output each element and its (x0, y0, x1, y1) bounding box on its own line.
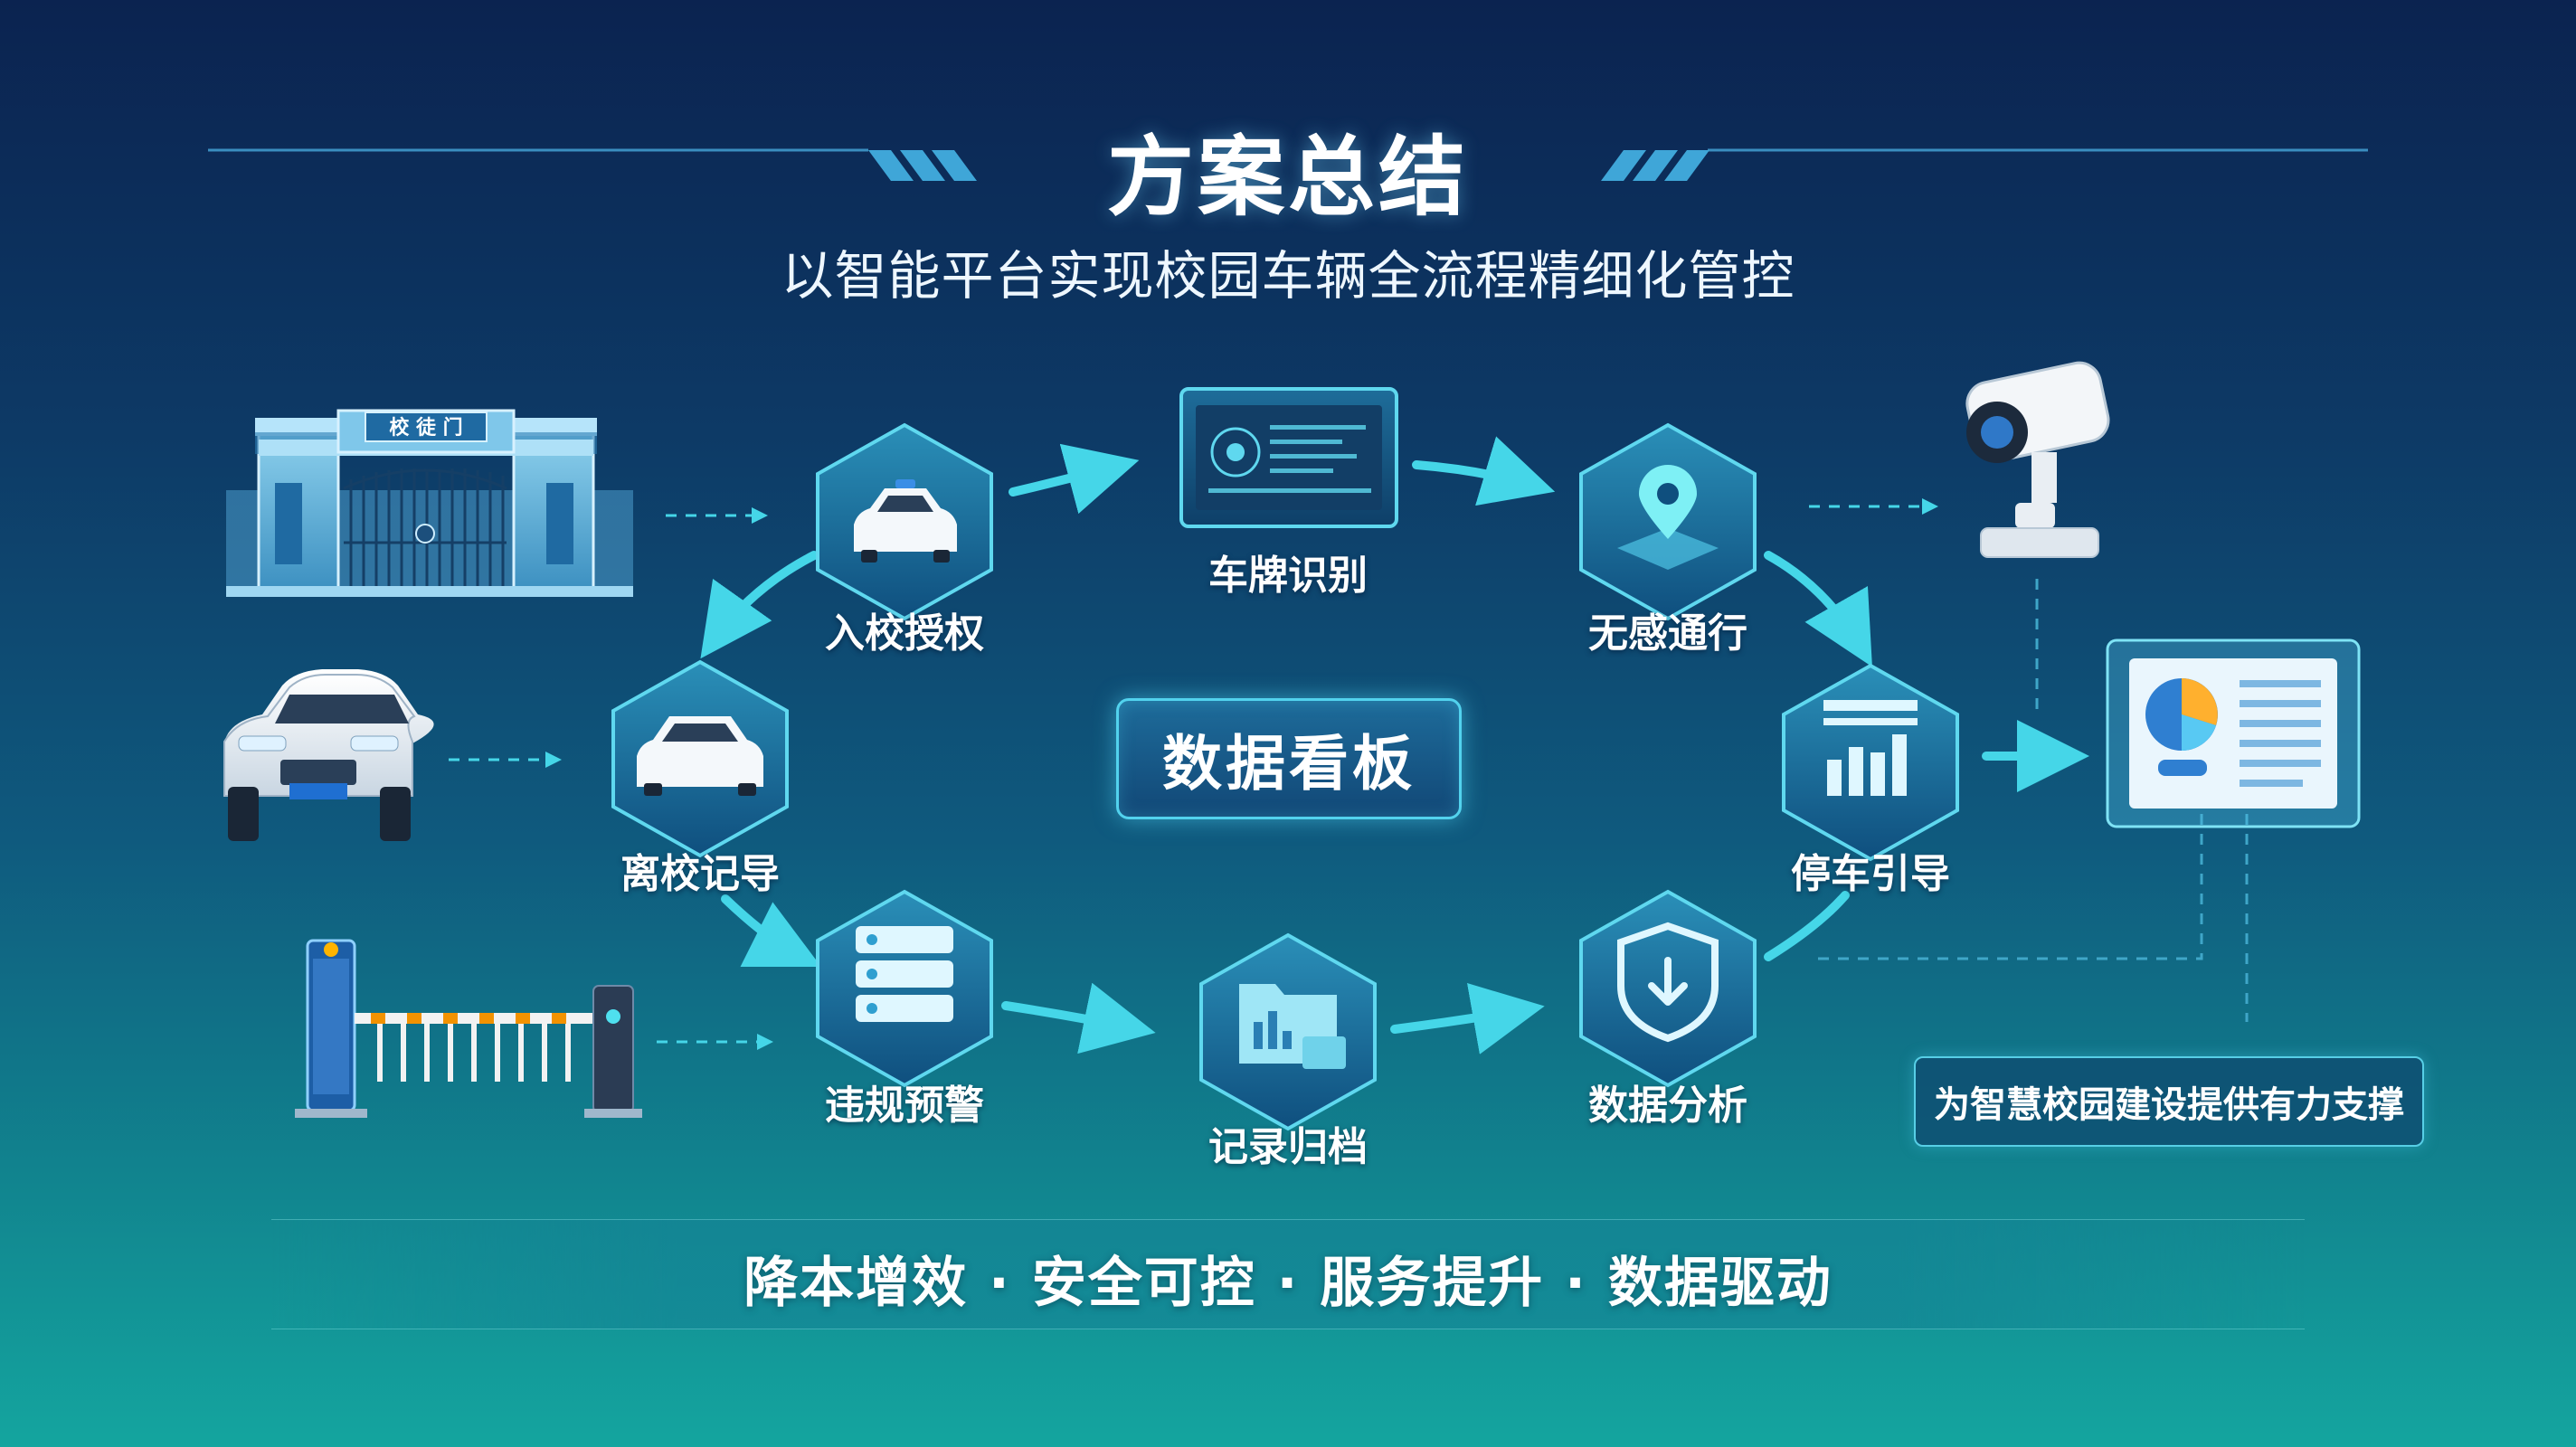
slogan-band (271, 1219, 2305, 1329)
page-subtitle: 以智能平台实现校园车辆全流程精细化管控 (781, 245, 1795, 307)
node-label-plate: 车牌识别 (1208, 553, 1368, 599)
radar-scan-icon (1210, 427, 1261, 478)
node-label-entry: 入校授权 (825, 610, 984, 657)
bottom-slogan: 降本增效 · 安全可控 · 服务提升 · 数据驱动 (743, 1252, 1833, 1315)
folder-chart-icon (1239, 984, 1346, 1069)
hex-node-parking (1782, 663, 1959, 862)
node-label-exit: 离校记导 (620, 851, 780, 897)
center-dashboard: 数据看板 (1116, 698, 1462, 819)
report-panel-illustration (2106, 638, 2361, 828)
dashed-connectors (449, 498, 2249, 1050)
hex-node-entry (816, 422, 993, 621)
node-label-analysis: 数据分析 (1588, 1083, 1747, 1129)
hex-node-archive (1199, 932, 1377, 1131)
camera-illustration (1965, 361, 2110, 558)
bar-chart-icon (1823, 700, 1918, 796)
gate-sign-text: 校 徒 门 (389, 416, 462, 440)
electric-car-icon (637, 716, 763, 796)
page-title: 方案总结 (1107, 127, 1469, 228)
barrier-gate-illustration (295, 939, 642, 1118)
server-stack-icon (856, 926, 953, 1022)
node-label-parking: 停车引导 (1791, 851, 1950, 897)
hex-node-analysis (1579, 889, 1757, 1088)
node-label-archive: 记录归档 (1208, 1124, 1368, 1170)
location-pin-icon (1617, 465, 1719, 570)
flow-arrows (700, 436, 2089, 1055)
node-label-violation: 违规预警 (825, 1083, 984, 1129)
hex-node-seamless (1579, 422, 1757, 621)
white-car-illustration (223, 669, 434, 841)
plate-recognition-panel (1179, 387, 1398, 528)
police-car-icon (854, 479, 957, 563)
node-label-seamless: 无感通行 (1588, 610, 1747, 657)
title-decoration (208, 148, 2368, 181)
hex-node-violation (816, 889, 993, 1088)
hex-node-exit (611, 659, 789, 858)
shield-download-icon (1617, 922, 1719, 1043)
support-statement: 为智慧校园建设提供有力支撑 (1914, 1056, 2424, 1147)
campus-gate-illustration (226, 409, 633, 597)
